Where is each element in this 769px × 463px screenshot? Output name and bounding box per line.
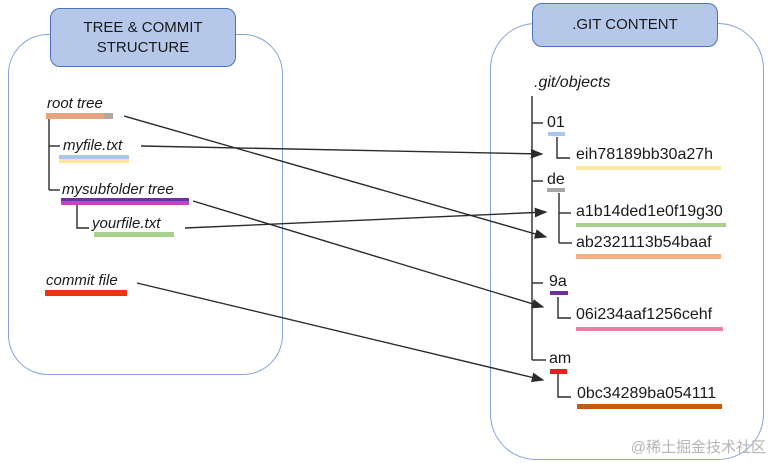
mysubfolder-underline-magenta	[61, 201, 189, 205]
left-panel-title: TREE & COMMIT STRUCTURE	[50, 8, 236, 67]
watermark-text: @稀土掘金技术社区	[630, 439, 766, 456]
hash-eih-underline	[576, 166, 721, 170]
hash-06i-underline	[576, 327, 723, 331]
hash-0bc: 0bc34289ba054111	[577, 385, 717, 402]
folder-am-underline	[550, 369, 567, 374]
hash-06i: 06i234aaf1256cehf	[576, 306, 713, 323]
commit-file-underline	[45, 290, 127, 296]
right-branch-06i	[557, 297, 571, 319]
hash-eih: eih78189bb30a27h	[576, 146, 714, 163]
arrow-commit-to-0bc	[136, 282, 545, 383]
mysubfolder-underline-purple	[61, 198, 189, 201]
label-mysubfolder-tree: mysubfolder tree	[62, 181, 174, 198]
folder-de: de	[547, 171, 565, 188]
folder-de-underline	[547, 188, 565, 192]
right-branch-eih	[556, 137, 570, 159]
right-branch-0bc	[557, 374, 571, 398]
right-panel-title-text: .GIT CONTENT	[572, 16, 678, 34]
folder-am: am	[549, 350, 572, 367]
root-tree-underline-tip	[104, 113, 113, 119]
git-content-panel	[490, 23, 764, 460]
root-tree-underline	[46, 113, 104, 119]
arrow-myfile-to-eih	[140, 145, 544, 159]
hash-ab2: ab2321113b54baaf	[576, 234, 712, 251]
yourfile-underline	[94, 232, 174, 237]
left-branch-yourfile	[76, 204, 89, 229]
arrow-roottree-to-ab2	[123, 115, 548, 239]
label-git-objects: .git/objects	[534, 74, 611, 91]
folder-9a-underline	[550, 291, 568, 295]
label-root-tree: root tree	[47, 95, 103, 112]
folder-01-underline	[548, 132, 565, 136]
right-panel-title: .GIT CONTENT	[532, 3, 718, 47]
left-panel-title-text: TREE & COMMIT STRUCTURE	[83, 19, 203, 56]
hash-0bc-underline	[577, 404, 722, 409]
label-yourfile: yourfile.txt	[92, 215, 161, 232]
hash-a1b: a1b14ded1e0f19g30	[576, 203, 723, 220]
arrow-mysubfolder-to-06i	[192, 200, 545, 309]
arrow-yourfile-to-a1b	[184, 207, 548, 229]
myfile-underline-yellow	[59, 159, 129, 163]
hash-ab2-underline	[576, 254, 721, 259]
label-commit-file: commit file	[46, 272, 118, 289]
folder-9a: 9a	[549, 273, 567, 290]
myfile-underline-blue	[59, 155, 129, 159]
folder-01: 01	[547, 114, 565, 131]
hash-a1b-underline	[576, 223, 726, 227]
label-myfile: myfile.txt	[63, 137, 123, 154]
